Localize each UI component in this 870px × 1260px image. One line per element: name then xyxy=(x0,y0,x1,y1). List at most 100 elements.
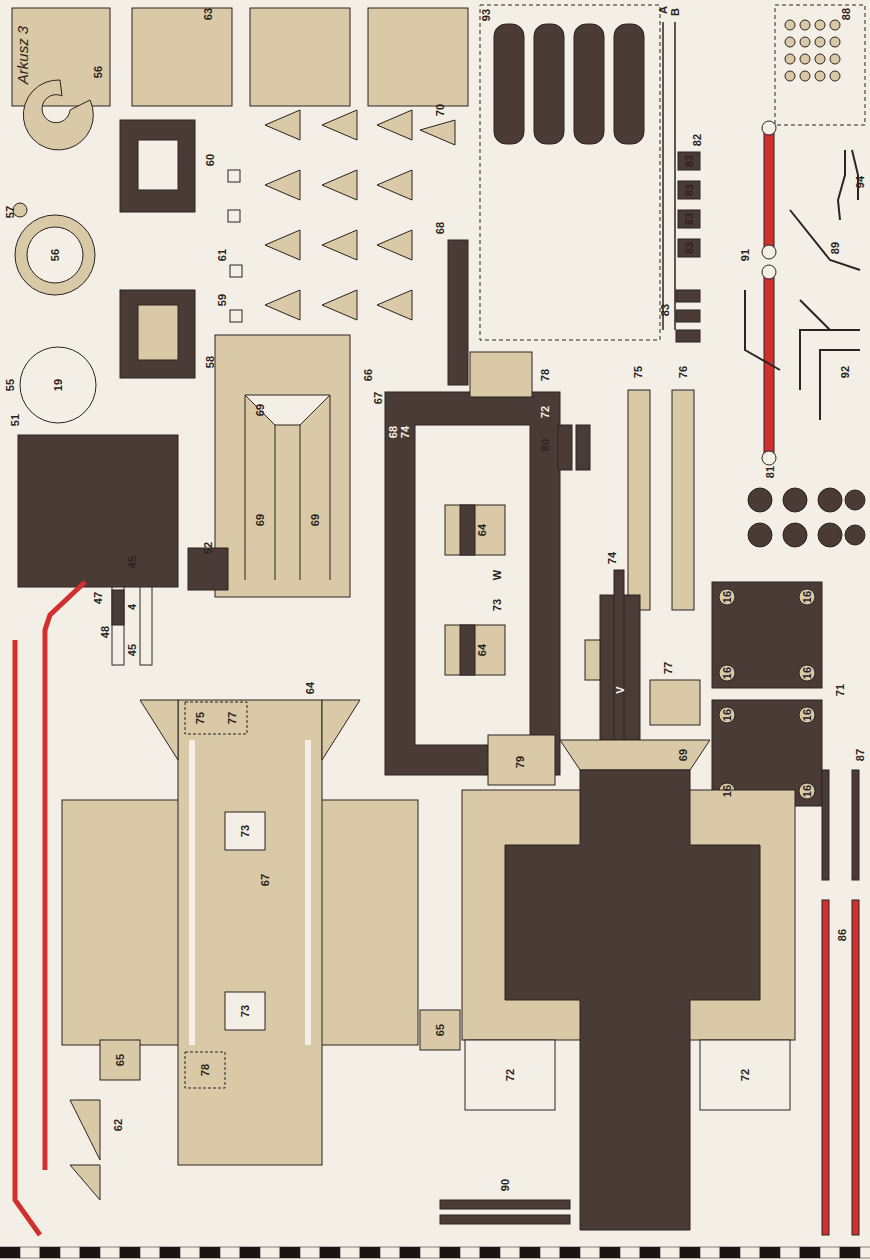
scale-bar xyxy=(800,1247,820,1258)
body-part xyxy=(178,700,322,1165)
scale-bar xyxy=(840,1247,860,1258)
rivet-grid xyxy=(830,54,840,64)
wheel-part xyxy=(748,488,772,512)
callout-number: 94 xyxy=(855,176,866,188)
axle-part xyxy=(614,570,624,765)
body-part xyxy=(70,1100,100,1160)
callout-number: 16 xyxy=(802,785,813,797)
wheel-part xyxy=(748,523,772,547)
spring-part xyxy=(494,24,644,144)
rod-part xyxy=(852,900,859,1235)
callout-number: 16 xyxy=(802,709,813,721)
small-square xyxy=(230,265,242,277)
scale-bar xyxy=(60,1247,80,1258)
rivet-grid xyxy=(800,20,810,30)
callout-number: 69 xyxy=(310,514,321,526)
callout-number: 65 xyxy=(115,1054,126,1066)
body-part xyxy=(62,700,460,1200)
wire-part xyxy=(663,22,675,330)
body-part xyxy=(100,1040,140,1080)
callout-number: 59 xyxy=(217,294,228,306)
rivet-grid xyxy=(785,54,795,64)
callout-number: 16 xyxy=(802,591,813,603)
callout-number: 52 xyxy=(203,542,214,554)
body-part xyxy=(322,700,360,760)
wheel-part xyxy=(748,488,865,547)
gusset-triangle xyxy=(322,170,357,200)
scale-bar xyxy=(660,1247,680,1258)
gusset-triangle xyxy=(322,230,357,260)
rivet-grid xyxy=(815,37,825,47)
strip-part xyxy=(628,390,650,610)
callout-number: 67 xyxy=(260,874,271,886)
body-part xyxy=(225,812,265,850)
callout-number: 62 xyxy=(113,1119,124,1131)
axle-part xyxy=(650,680,700,725)
callout-number: 73 xyxy=(240,1005,251,1017)
floor-part xyxy=(560,740,710,770)
base-frame xyxy=(385,392,560,775)
floor-part xyxy=(440,1215,570,1224)
callout-number: 56 xyxy=(50,249,61,261)
callout-number: 69 xyxy=(678,749,689,761)
rivet-grid xyxy=(815,54,825,64)
small-square xyxy=(230,310,242,322)
body-part xyxy=(140,700,178,760)
spring-part xyxy=(614,24,644,144)
wall-panel xyxy=(132,8,232,106)
spring-part xyxy=(534,24,564,144)
strip-part xyxy=(112,590,124,625)
ring-part xyxy=(15,215,95,295)
callout-number: 76 xyxy=(678,366,689,378)
small-plate xyxy=(676,290,700,302)
floor-part xyxy=(700,1040,790,1110)
callout-number: 87 xyxy=(855,749,866,761)
callout-number: W xyxy=(492,570,503,580)
callout-number: 19 xyxy=(53,379,64,391)
rod-part xyxy=(762,245,776,259)
callout-number: 83 xyxy=(684,242,695,254)
scale-bar xyxy=(560,1247,580,1258)
callout-number: 45 xyxy=(127,644,138,656)
small-square xyxy=(228,170,242,322)
rod-part xyxy=(762,265,776,279)
rivet-grid xyxy=(785,20,840,81)
base-frame xyxy=(445,505,505,555)
rod-part xyxy=(822,770,829,880)
scale-bar xyxy=(340,1247,360,1258)
axle-part xyxy=(585,570,700,765)
gusset-triangle xyxy=(377,230,412,260)
small-plate xyxy=(678,239,700,257)
scale-bar xyxy=(120,1247,140,1258)
small-plate xyxy=(676,152,700,342)
callout-number: A xyxy=(658,6,669,14)
callout-number: 63 xyxy=(203,8,214,20)
scale-bar xyxy=(280,1247,300,1258)
bogie-part xyxy=(799,665,815,681)
strip-part xyxy=(576,425,590,470)
callout-number: 74 xyxy=(607,552,618,564)
gusset-triangle xyxy=(420,120,455,145)
cab-part xyxy=(18,435,178,587)
callout-number: 86 xyxy=(837,929,848,941)
callout-number: 56 xyxy=(93,66,104,78)
lever-part xyxy=(800,330,850,390)
callout-number: 66 xyxy=(363,369,374,381)
scale-bar xyxy=(380,1247,400,1258)
scale-bar xyxy=(640,1247,660,1258)
scale-bar xyxy=(860,1247,870,1258)
callout-number: 74 xyxy=(400,426,411,438)
wire-part xyxy=(674,22,676,330)
sheet-title: Arkusz 3 xyxy=(15,26,30,84)
rod-part xyxy=(852,770,859,880)
wheel-part xyxy=(783,488,807,512)
callout-number: 88 xyxy=(841,8,852,20)
roof-part xyxy=(245,395,246,580)
spring-part xyxy=(494,24,524,144)
small-plate xyxy=(678,152,700,170)
body-part xyxy=(189,740,195,1045)
callout-number: 81 xyxy=(765,466,776,478)
callout-number: 4 xyxy=(127,604,138,610)
rivet-grid xyxy=(785,20,795,30)
bogie-part xyxy=(799,707,815,723)
